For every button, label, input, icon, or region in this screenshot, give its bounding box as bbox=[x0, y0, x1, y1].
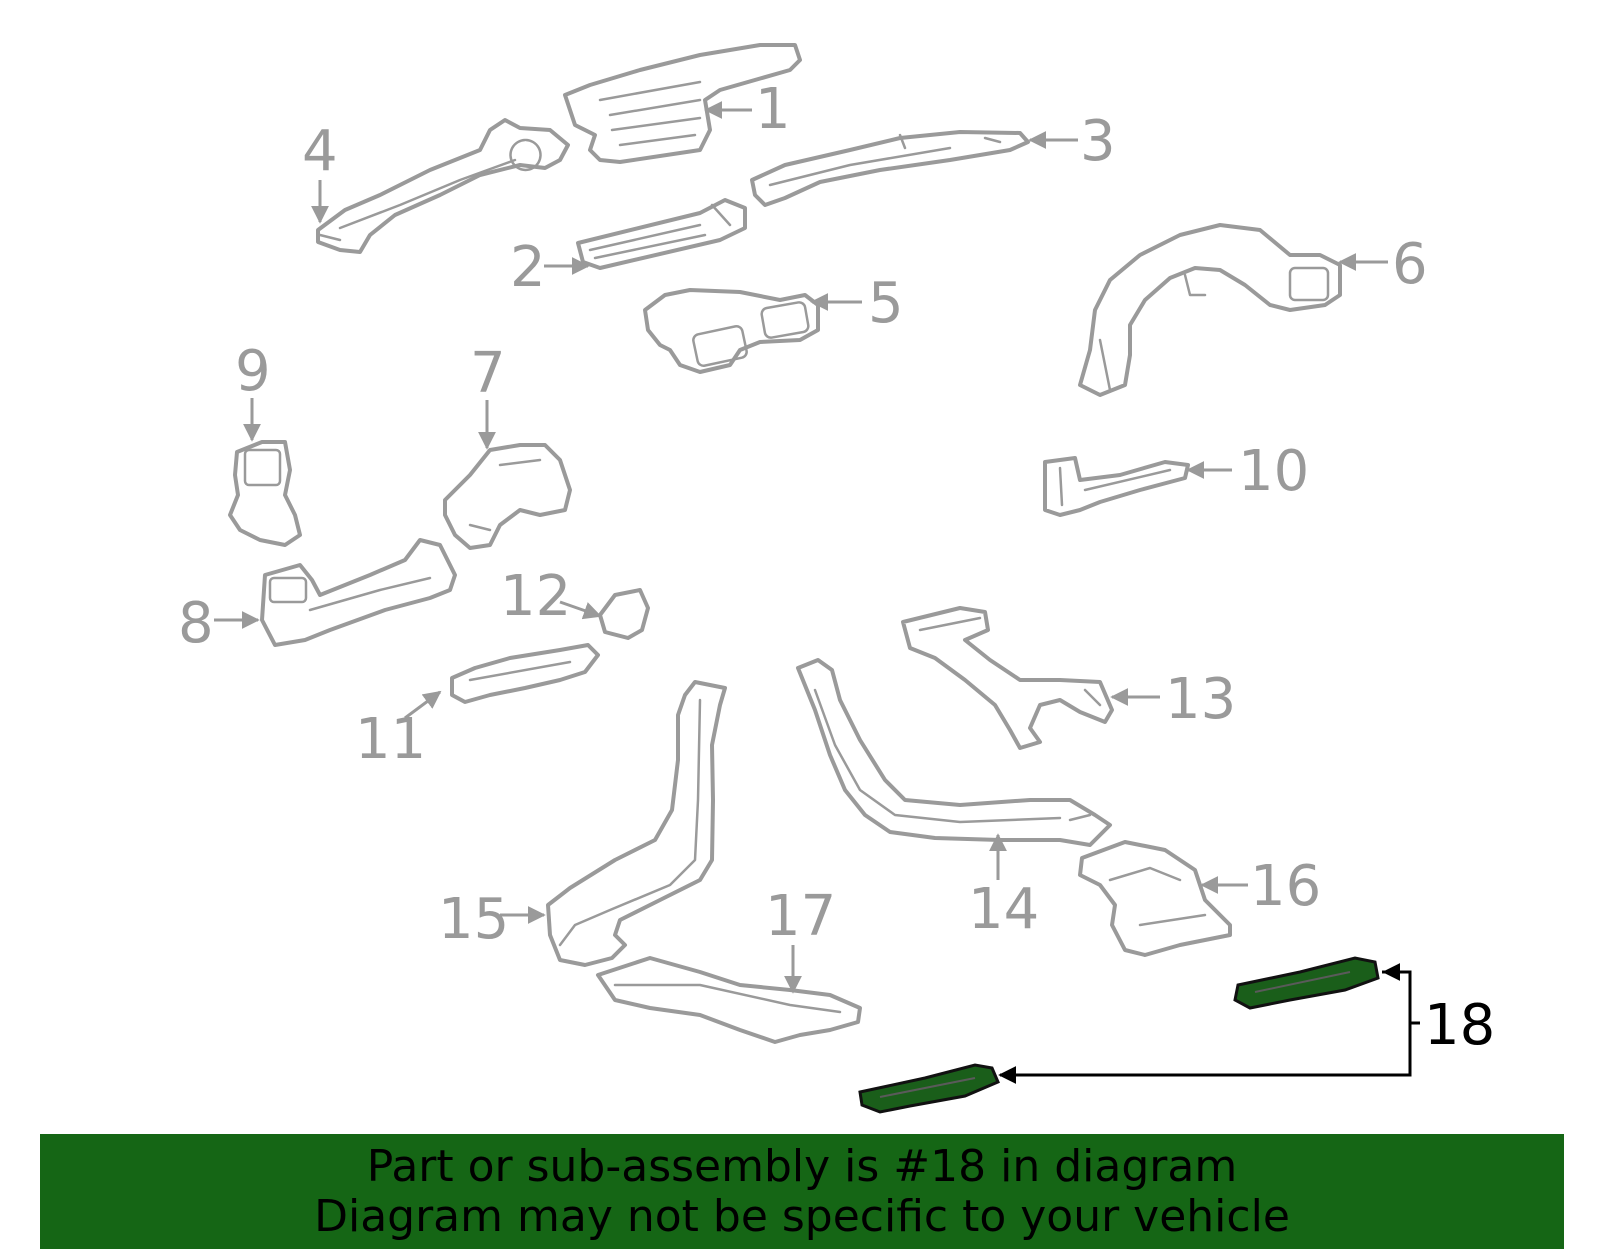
callout-14: 14 bbox=[968, 877, 1039, 942]
part-1[interactable] bbox=[563, 43, 802, 164]
banner-line-1: Part or sub-assembly is #18 in diagram bbox=[366, 1141, 1238, 1192]
callout-5: 5 bbox=[868, 271, 904, 336]
part-15[interactable] bbox=[546, 680, 727, 967]
callout-17: 17 bbox=[765, 884, 836, 949]
callout-9: 9 bbox=[235, 339, 271, 404]
callout-13: 13 bbox=[1165, 667, 1236, 732]
part-4[interactable] bbox=[316, 118, 570, 254]
callout-6: 6 bbox=[1392, 232, 1428, 297]
part-17[interactable] bbox=[596, 956, 862, 1044]
info-banner: Part or sub-assembly is #18 in diagram D… bbox=[40, 1134, 1564, 1249]
part-5[interactable] bbox=[643, 288, 820, 374]
callout-7: 7 bbox=[470, 341, 506, 406]
part-13[interactable] bbox=[901, 606, 1114, 750]
callout-3: 3 bbox=[1080, 109, 1116, 174]
part-18-lower[interactable] bbox=[858, 1063, 1000, 1114]
part-3[interactable] bbox=[750, 130, 1030, 207]
callout-4: 4 bbox=[302, 119, 338, 184]
banner-line-2: Diagram may not be specific to your vehi… bbox=[314, 1191, 1290, 1242]
part-18-upper[interactable] bbox=[1233, 956, 1380, 1010]
callout-11: 11 bbox=[355, 707, 426, 772]
part-9[interactable] bbox=[228, 440, 302, 547]
callout-18: 18 bbox=[1424, 993, 1495, 1058]
callout-8: 8 bbox=[178, 591, 214, 656]
part-8[interactable] bbox=[260, 538, 457, 647]
part-14[interactable] bbox=[796, 658, 1112, 847]
part-12[interactable] bbox=[598, 588, 650, 640]
part-6[interactable] bbox=[1078, 223, 1342, 397]
callout-16: 16 bbox=[1250, 854, 1321, 919]
banner-background bbox=[40, 1134, 1564, 1249]
callout-15: 15 bbox=[438, 887, 509, 952]
part-11[interactable] bbox=[450, 643, 600, 704]
callout-2: 2 bbox=[510, 235, 546, 300]
callout-1: 1 bbox=[755, 77, 791, 142]
callout-10: 10 bbox=[1238, 439, 1309, 504]
part-2[interactable] bbox=[576, 198, 747, 270]
callout-12: 12 bbox=[500, 564, 571, 629]
part-16[interactable] bbox=[1078, 840, 1232, 957]
part-10[interactable] bbox=[1043, 456, 1190, 517]
part-7[interactable] bbox=[443, 443, 572, 550]
